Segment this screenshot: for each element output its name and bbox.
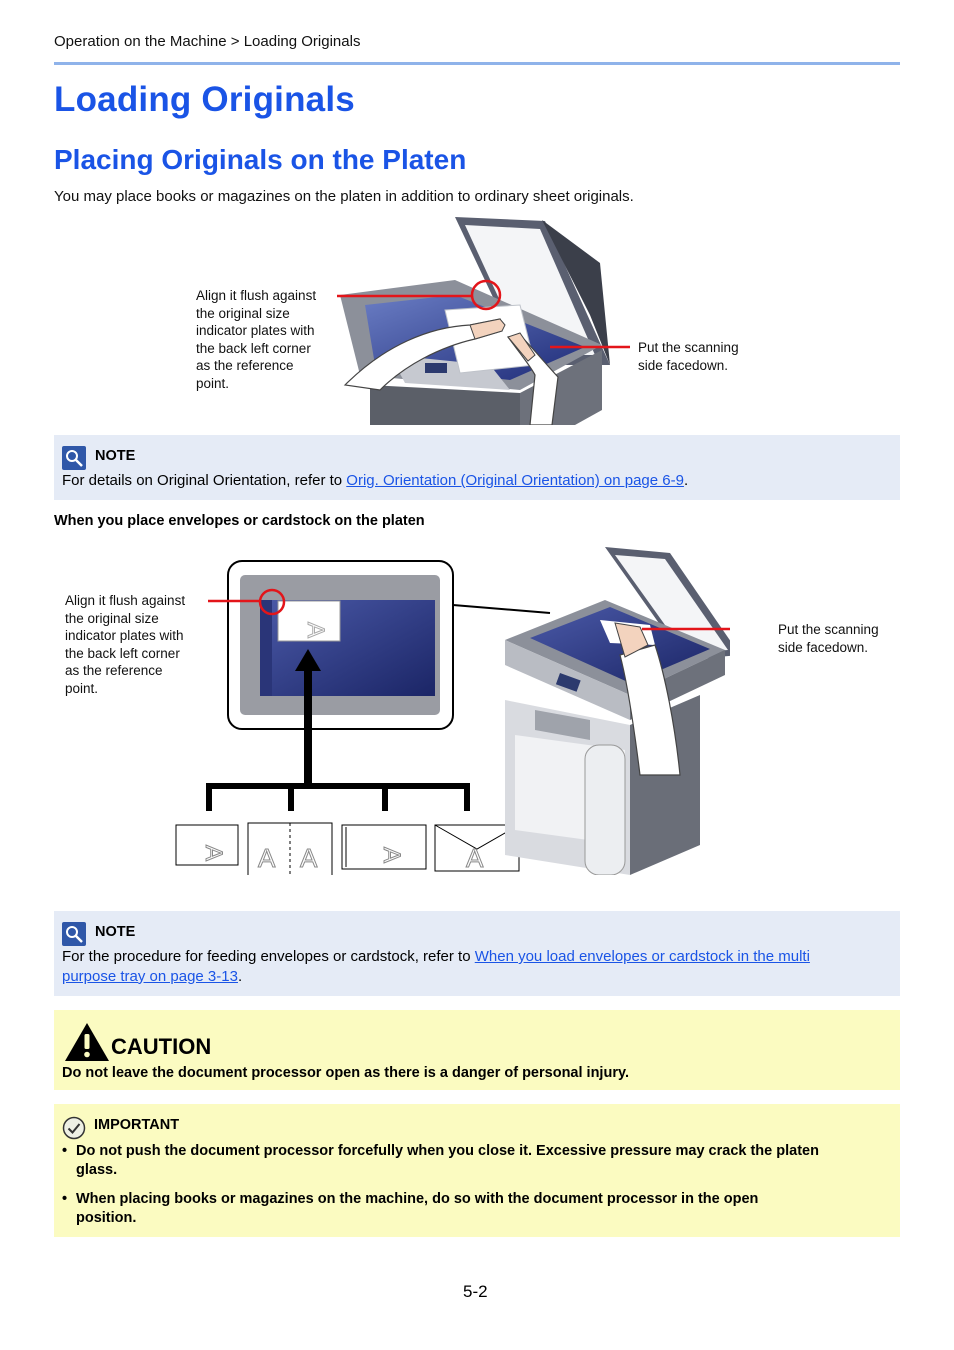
svg-text:A: A bbox=[302, 622, 329, 638]
page-title: Loading Originals bbox=[54, 80, 355, 119]
important-box: IMPORTANT • Do not push the document pro… bbox=[54, 1104, 900, 1237]
important-item: • When placing books or magazines on the… bbox=[62, 1191, 759, 1226]
important-title: IMPORTANT bbox=[94, 1117, 180, 1133]
bullet-glyph: • bbox=[62, 1143, 68, 1159]
note-box-orientation: NOTE For details on Original Orientation… bbox=[54, 435, 900, 500]
sample-envelope-landscape: A bbox=[341, 824, 427, 870]
machine-illustration-2: A A A A A A bbox=[175, 547, 770, 886]
figure-platen-book bbox=[190, 215, 760, 426]
caution-title: CAUTION bbox=[111, 1034, 212, 1059]
note-box-envelopes: NOTE For the procedure for feeding envel… bbox=[54, 911, 900, 996]
sample-card-rotated: A bbox=[175, 824, 239, 866]
svg-text:A: A bbox=[466, 843, 484, 873]
note-title: NOTE bbox=[95, 448, 136, 464]
header-rule bbox=[54, 62, 900, 65]
caution-box: CAUTION Do not leave the document proces… bbox=[54, 1010, 900, 1090]
svg-text:A: A bbox=[200, 845, 227, 861]
svg-text:A: A bbox=[378, 847, 405, 863]
svg-text:A: A bbox=[300, 843, 318, 873]
machine-illustration-1 bbox=[337, 217, 630, 426]
note-title: NOTE bbox=[95, 924, 136, 940]
sample-postcard-double: A A bbox=[247, 822, 333, 886]
link-envelopes-mp-tray-line2[interactable]: purpose tray on page 3-13 bbox=[62, 967, 238, 985]
svg-text:A: A bbox=[258, 843, 276, 873]
page-number: 5-2 bbox=[463, 1282, 488, 1301]
figure-platen-envelopes: A A A A A A bbox=[170, 545, 770, 886]
note-text: For details on Original Orientation, ref… bbox=[62, 472, 689, 489]
link-envelopes-mp-tray[interactable]: When you load envelopes or cardstock in … bbox=[474, 948, 810, 965]
note-magnifier-icon bbox=[62, 922, 86, 946]
intro-text: You may place books or magazines on the … bbox=[54, 188, 634, 205]
checkmark-circle-icon bbox=[62, 1116, 86, 1140]
warning-triangle-icon bbox=[65, 1023, 109, 1061]
bullet-glyph: • bbox=[62, 1191, 68, 1207]
breadcrumb: Operation on the Machine > Loading Origi… bbox=[54, 33, 361, 50]
note-magnifier-icon bbox=[62, 446, 86, 470]
caution-text: Do not leave the document processor open… bbox=[62, 1065, 629, 1081]
subheading-envelopes: When you place envelopes or cardstock on… bbox=[54, 513, 425, 529]
link-orig-orientation[interactable]: Orig. Orientation (Original Orientation)… bbox=[346, 472, 684, 489]
important-item: • Do not push the document processor for… bbox=[62, 1143, 819, 1178]
section-title: Placing Originals on the Platen bbox=[54, 144, 467, 175]
note-text: For the procedure for feeding envelopes … bbox=[62, 948, 810, 985]
